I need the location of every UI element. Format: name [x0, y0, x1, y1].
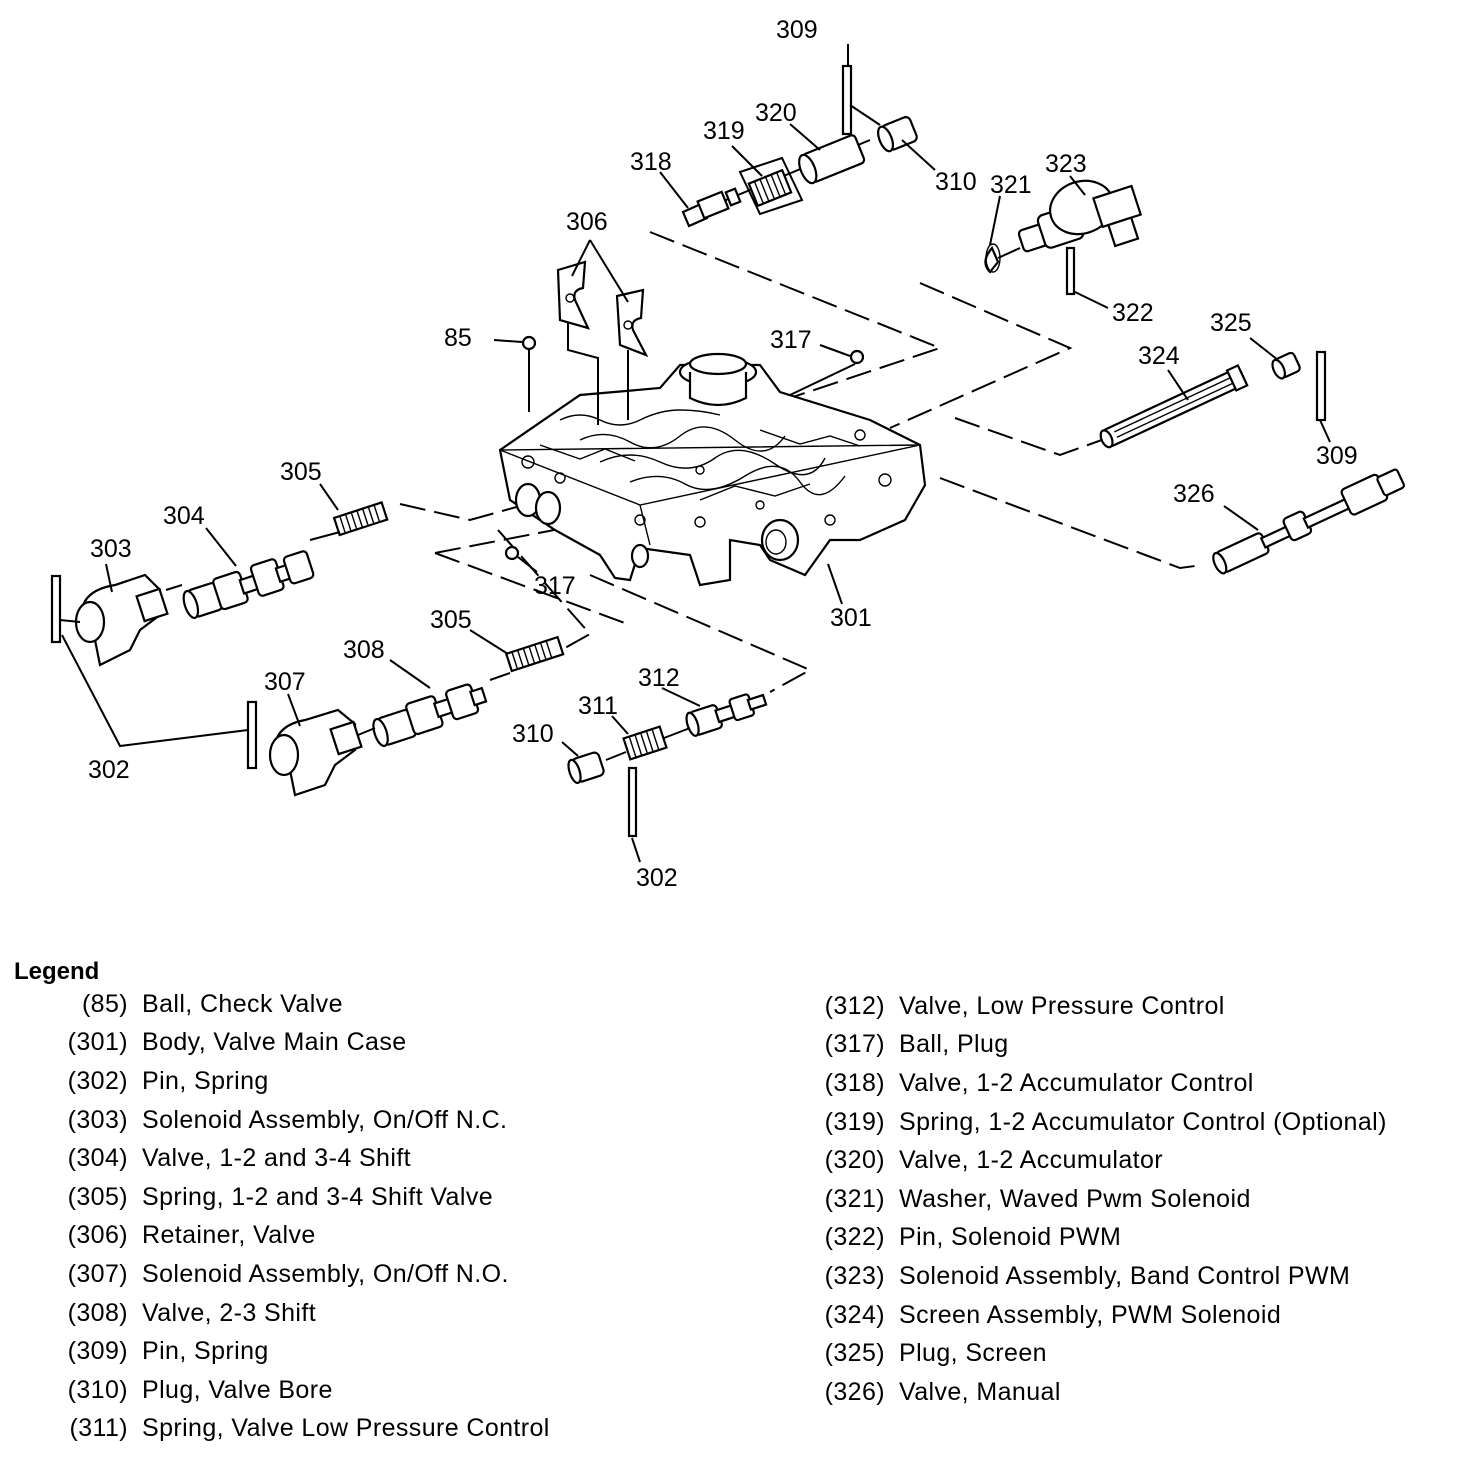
callout-309-top: 309	[776, 16, 818, 44]
valve-retainers	[556, 260, 649, 425]
callout-312: 312	[638, 664, 680, 692]
low-pressure-control-train	[567, 693, 768, 838]
legend-item: (306)Retainer, Valve	[67, 1221, 316, 1250]
legend-column-left: (85)Ball, Check Valve (301)Body, Valve M…	[40, 985, 550, 1448]
callout-310-lower: 310	[512, 720, 554, 748]
shift-valve-train-lower	[61, 634, 565, 797]
callout-311: 311	[578, 692, 618, 720]
callout-301: 301	[830, 604, 872, 632]
legend-item: (321)Washer, Waved Pwm Solenoid	[824, 1184, 1251, 1213]
valve-main-case-body	[498, 352, 927, 587]
legend-item: (309)Pin, Spring	[67, 1337, 269, 1366]
legend-item: (301)Body, Valve Main Case	[67, 1028, 407, 1057]
legend-item: (304)Valve, 1-2 and 3-4 Shift	[67, 1144, 412, 1173]
callout-317-top: 317	[770, 326, 812, 354]
legend-item: (312)Valve, Low Pressure Control	[824, 991, 1225, 1020]
legend-column-right: (312)Valve, Low Pressure Control (317)Ba…	[797, 987, 1387, 1412]
solenoid-307	[268, 708, 363, 797]
callout-324: 324	[1138, 342, 1180, 370]
pwm-solenoid	[984, 179, 1143, 296]
legend-item: (318)Valve, 1-2 Accumulator Control	[824, 1068, 1254, 1097]
callout-318: 318	[630, 148, 672, 176]
legend-item: (310)Plug, Valve Bore	[67, 1375, 333, 1404]
callout-85: 85	[444, 324, 472, 352]
legend-item: (326)Valve, Manual	[824, 1377, 1061, 1406]
callout-306: 306	[566, 208, 608, 236]
legend-item: (85)Ball, Check Valve	[81, 989, 343, 1018]
callout-305-lower: 305	[430, 606, 472, 634]
legend-item: (325)Plug, Screen	[824, 1339, 1047, 1368]
callout-326: 326	[1173, 480, 1215, 508]
legend-item: (302)Pin, Spring	[67, 1066, 269, 1095]
callout-322: 322	[1112, 299, 1154, 327]
legend-item: (311)Spring, Valve Low Pressure Control	[69, 1414, 550, 1443]
callout-302-left: 302	[88, 756, 130, 784]
legend-item: (303)Solenoid Assembly, On/Off N.C.	[67, 1105, 508, 1134]
callout-308: 308	[343, 636, 385, 664]
callout-317-lower: 317	[534, 572, 576, 600]
legend-title: Legend	[14, 958, 100, 985]
callout-labels: 309 320 319 318 310 321 323 306 322 325 …	[88, 16, 1358, 892]
legend-item: (322)Pin, Solenoid PWM	[824, 1223, 1122, 1252]
legend-item: (305)Spring, 1-2 and 3-4 Shift Valve	[67, 1182, 494, 1211]
callout-319: 319	[703, 117, 745, 145]
pwm-screen-assembly	[1099, 350, 1327, 449]
callout-302-lower: 302	[636, 864, 678, 892]
legend-item: (324)Screen Assembly, PWM Solenoid	[824, 1300, 1282, 1329]
callout-310-top: 310	[935, 168, 977, 196]
callout-304: 304	[163, 502, 205, 530]
solenoid-303	[74, 573, 169, 667]
exploded-view-diagram: 309 320 319 318 310 321 323 306 322 325 …	[50, 16, 1405, 892]
callout-325: 325	[1210, 309, 1252, 337]
legend-item: (320)Valve, 1-2 Accumulator	[824, 1146, 1164, 1175]
check-balls	[493, 335, 865, 573]
legend-item: (317)Ball, Plug	[824, 1030, 1009, 1059]
callout-309-right: 309	[1316, 442, 1358, 470]
accumulator-valve-train	[681, 64, 918, 228]
legend: Legend (85)Ball, Check Valve (301)Body, …	[0, 955, 1472, 1455]
legend-item: (319)Spring, 1-2 Accumulator Control (Op…	[824, 1107, 1387, 1136]
callout-323: 323	[1045, 150, 1087, 178]
callout-307: 307	[264, 668, 306, 696]
legend-item: (307)Solenoid Assembly, On/Off N.O.	[67, 1259, 509, 1288]
legend-item: (308)Valve, 2-3 Shift	[67, 1298, 317, 1327]
callout-321: 321	[990, 171, 1032, 199]
callout-320: 320	[755, 99, 797, 127]
shift-valve-train-upper	[50, 501, 389, 667]
manual-valve	[1212, 468, 1405, 575]
callout-303: 303	[90, 535, 132, 563]
callout-leaders	[105, 44, 1331, 863]
legend-item: (323)Solenoid Assembly, Band Control PWM	[824, 1261, 1351, 1290]
callout-305-upper: 305	[280, 458, 322, 486]
